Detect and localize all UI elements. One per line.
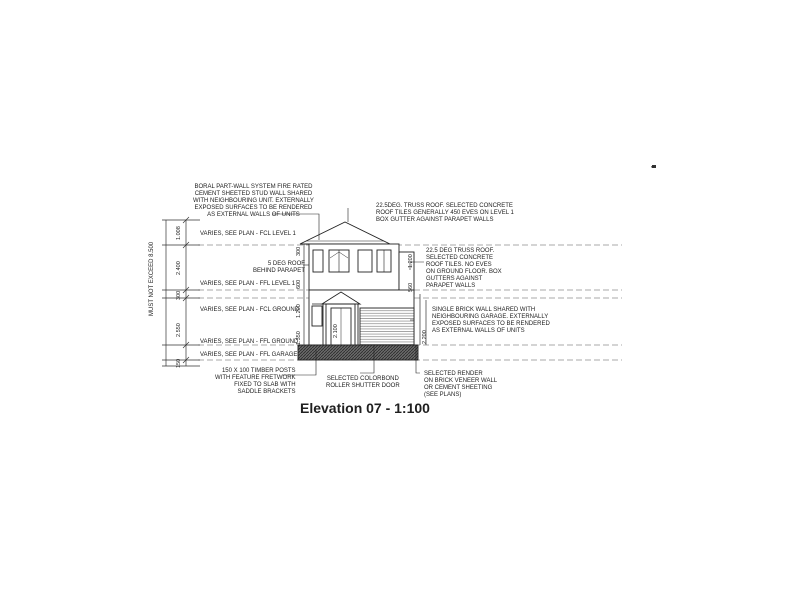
timber-post-left — [322, 303, 327, 346]
building-dimension: 600 — [296, 279, 302, 289]
upper-window-mark — [329, 251, 349, 259]
overall-height-label: MUST NOT EXCEED 8.500 — [149, 241, 155, 316]
upper-level-wall — [308, 243, 400, 291]
left-dimension: 2.400 — [176, 261, 182, 275]
render-note: SELECTED RENDER ON BRICK VENEER WALL OR … — [424, 371, 498, 398]
right-dimension-chain — [413, 252, 427, 345]
upper-window-3 — [357, 249, 373, 273]
building — [297, 221, 419, 361]
door-dimension: 2.100 — [333, 324, 339, 338]
left-dimension: 1.008 — [176, 226, 182, 240]
upper-window-1 — [312, 249, 324, 273]
parapet-note: 5 DEG ROOF BEHIND PARAPET — [253, 261, 305, 274]
stray-mark: '' — [651, 166, 654, 173]
leader-lines — [272, 208, 424, 376]
drawing-title: Elevation 07 - 1:100 — [300, 400, 430, 416]
upper-roof-note: 22.5DEG. TRUSS ROOF. SELECTED CONCRETE R… — [376, 203, 514, 223]
right-dimension: 1.200 — [408, 254, 414, 268]
side-light — [311, 305, 323, 327]
upper-roof — [299, 221, 391, 245]
level-label-fcl-ground: VARIES, SEE PLAN - FCL Ground — [200, 307, 300, 313]
slab — [297, 344, 419, 361]
left-dimension: 2.550 — [176, 323, 182, 337]
level-label-ffl-ground: VARIES, SEE PLAN - FFL Ground — [200, 339, 299, 345]
party-wall-note: BORAL PART-WALL SYSTEM FIRE RATED CEMENT… — [193, 184, 314, 218]
timber-posts-note: 150 X 100 TIMBER POSTS WITH FEATURE FRET… — [215, 368, 296, 395]
scan-marks — [652, 165, 656, 168]
building-dimension: 300 — [296, 246, 302, 256]
left-dimension-chain — [162, 216, 200, 367]
right-dimension: 2.200 — [422, 330, 428, 344]
left-dimension: 150 — [176, 358, 182, 368]
right-dimension: 560 — [408, 282, 414, 292]
lower-roof-note: 22.5 DEG TRUSS ROOF. SELECTED CONCRETE R… — [426, 248, 502, 289]
level-label-ffl-level1: VARIES, SEE PLAN - FFL Level 1 — [200, 281, 296, 287]
garage-door — [359, 307, 415, 346]
timber-post-right — [354, 303, 359, 346]
garage-door-note: SELECTED COLORBOND ROLLER SHUTTER DOOR — [326, 376, 400, 389]
level-label-ffl-garage: VARIES, SEE PLAN - FFL Garage — [200, 352, 298, 358]
level-label-fcl-level1: VARIES, SEE PLAN - FCL Level 1 — [200, 231, 296, 237]
left-dimension: 300 — [176, 290, 182, 300]
brick-wall-note: SINGLE BRICK WALL SHARED WITH NEIGHBOURI… — [432, 307, 550, 334]
